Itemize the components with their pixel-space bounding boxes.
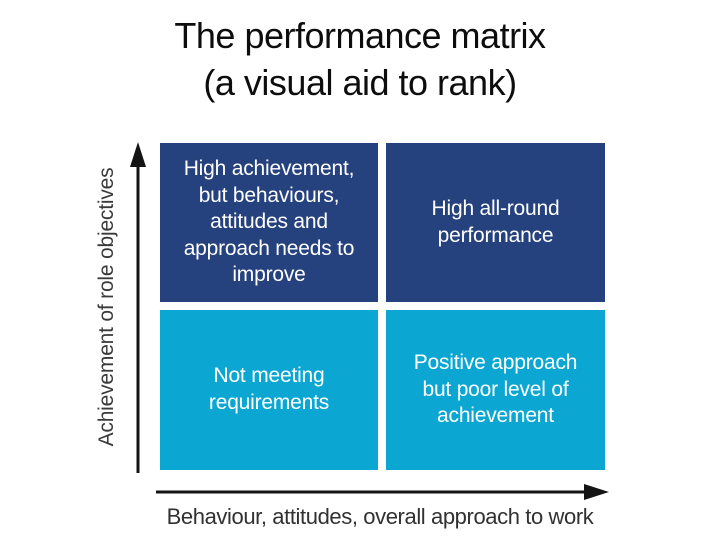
- slide-title-line-1: The performance matrix: [174, 15, 546, 56]
- quadrant-bottom-right: Positive approach but poor level of achi…: [386, 310, 605, 470]
- slide-title: The performance matrix (a visual aid to …: [0, 12, 720, 106]
- x-axis-label: Behaviour, attitudes, overall approach t…: [166, 504, 594, 529]
- quadrant-top-right: High all-round performance: [386, 143, 605, 302]
- x-axis-arrow-icon: [156, 484, 609, 500]
- slide-title-line-2: (a visual aid to rank): [203, 62, 517, 103]
- performance-matrix: High achievement, but behaviours, attitu…: [160, 143, 605, 470]
- y-axis-label: Achievement of role objectives: [95, 167, 118, 447]
- quadrant-bottom-left: Not meeting requirements: [160, 310, 378, 470]
- quadrant-top-left: High achievement, but behaviours, attitu…: [160, 143, 378, 302]
- y-axis-arrow-icon: [130, 142, 146, 473]
